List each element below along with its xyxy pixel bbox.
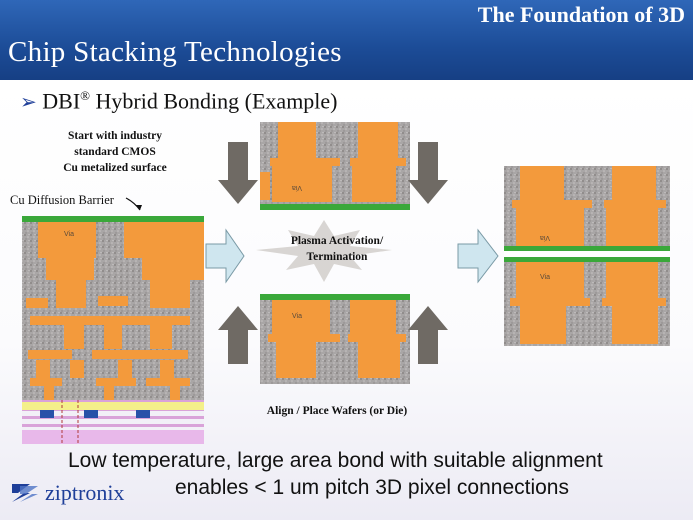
cmos-wafer bbox=[22, 216, 204, 444]
start-note-line-2: standard CMOS bbox=[74, 146, 156, 158]
bonded-stack bbox=[504, 166, 670, 346]
top-via-label: Via bbox=[292, 184, 302, 191]
down-arrow-right-icon bbox=[408, 142, 448, 204]
bullet-suffix: Hybrid Bonding (Example) bbox=[90, 88, 338, 114]
start-note-line-3: Cu metalized surface bbox=[63, 162, 167, 174]
ziptronix-logo: ziptronix bbox=[10, 480, 124, 506]
bottom-via-label: Via bbox=[292, 313, 302, 320]
bullet-arrow-icon: ➢ bbox=[20, 91, 37, 114]
barrier-label: Cu Diffusion Barrier bbox=[10, 193, 114, 207]
top-wafer bbox=[260, 122, 410, 210]
slide-title: Chip Stacking Technologies bbox=[8, 36, 342, 68]
cmos-via-label: Via bbox=[64, 231, 74, 238]
up-arrow-right-icon bbox=[408, 306, 448, 364]
stack-lower-via-label: Via bbox=[540, 274, 550, 281]
bullet-prefix: DBI bbox=[42, 88, 81, 114]
right-arrow-process-icon bbox=[205, 228, 245, 284]
conclusion-line-2: enables < 1 um pitch 3D pixel connection… bbox=[175, 476, 569, 499]
bullet-heading: ➢ DBI® Hybrid Bonding (Example) bbox=[20, 88, 338, 114]
series-title: The Foundation of 3D bbox=[477, 2, 685, 27]
plasma-label-line-2: Termination bbox=[306, 251, 368, 263]
plasma-label-line-1: Plasma Activation/ bbox=[290, 235, 384, 247]
align-label: Align / Place Wafers (or Die) bbox=[266, 405, 408, 417]
barrier-pointer bbox=[125, 197, 141, 211]
ziptronix-logo-icon bbox=[12, 484, 38, 502]
logo-text: ziptronix bbox=[45, 480, 125, 505]
stack-upper-via-label: Via bbox=[540, 234, 550, 241]
conclusion-line-1: Low temperature, large area bond with su… bbox=[68, 449, 603, 472]
registered-mark: ® bbox=[80, 88, 91, 103]
right-arrow-result-icon bbox=[457, 228, 499, 284]
start-note: Start with industry standard CMOS Cu met… bbox=[40, 128, 190, 176]
down-arrow-left-icon bbox=[218, 142, 258, 204]
barrier-pointer-head bbox=[136, 205, 142, 210]
title-banner bbox=[0, 0, 693, 80]
up-arrow-left-icon bbox=[218, 306, 258, 364]
plasma-burst-icon bbox=[256, 220, 392, 282]
start-note-line-1: Start with industry bbox=[68, 130, 162, 142]
plasma-label: Plasma Activation/ Termination bbox=[262, 233, 412, 265]
bottom-wafer bbox=[260, 294, 410, 384]
